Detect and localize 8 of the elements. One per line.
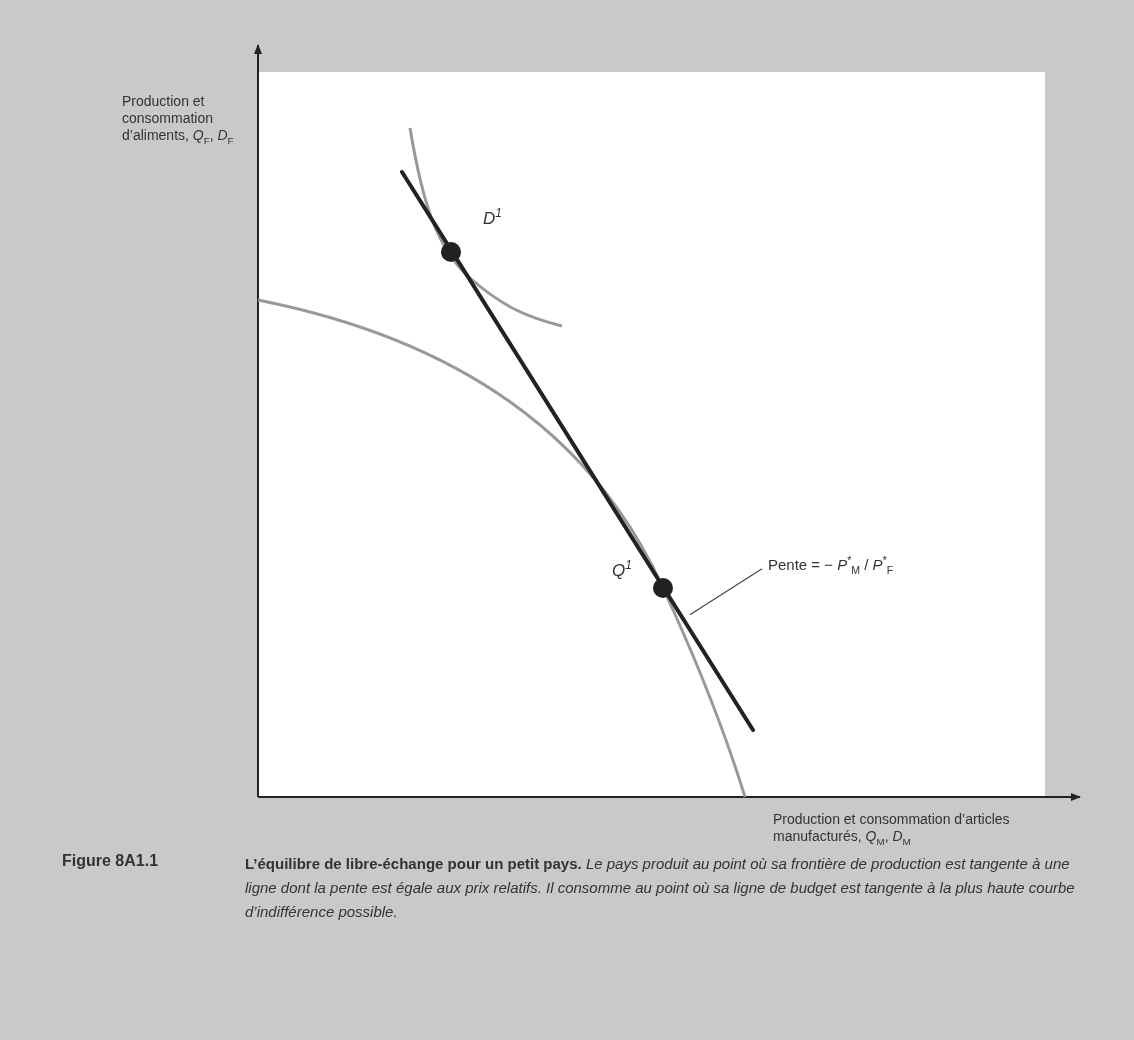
point-label: D$^{1}$ (483, 210, 502, 227)
figure-number: Figure 8A1.1 (62, 852, 159, 869)
axis-title: Production et consommation d’articles manufacturés, Q$_{M}$, D$_{M}$ (773, 811, 1011, 845)
figure-caption: L’équilibre de libre-échange pour un petit pays. Le pays produit au point où sa frontière de production est tangente à une ligne dont la pente est égale aux prix relatifs. Il consomme au point où sa ligne de budget est tangente à la plus haute courbe d’indifférence possible. (245, 854, 1076, 922)
leader-line (689, 568, 763, 616)
point-label: Q$^{1}$ (612, 562, 632, 579)
axis-title: Production et consommation d’aliments, Q$_{F}$, D$_{F}$ (122, 93, 235, 144)
budget-line (400, 170, 755, 732)
